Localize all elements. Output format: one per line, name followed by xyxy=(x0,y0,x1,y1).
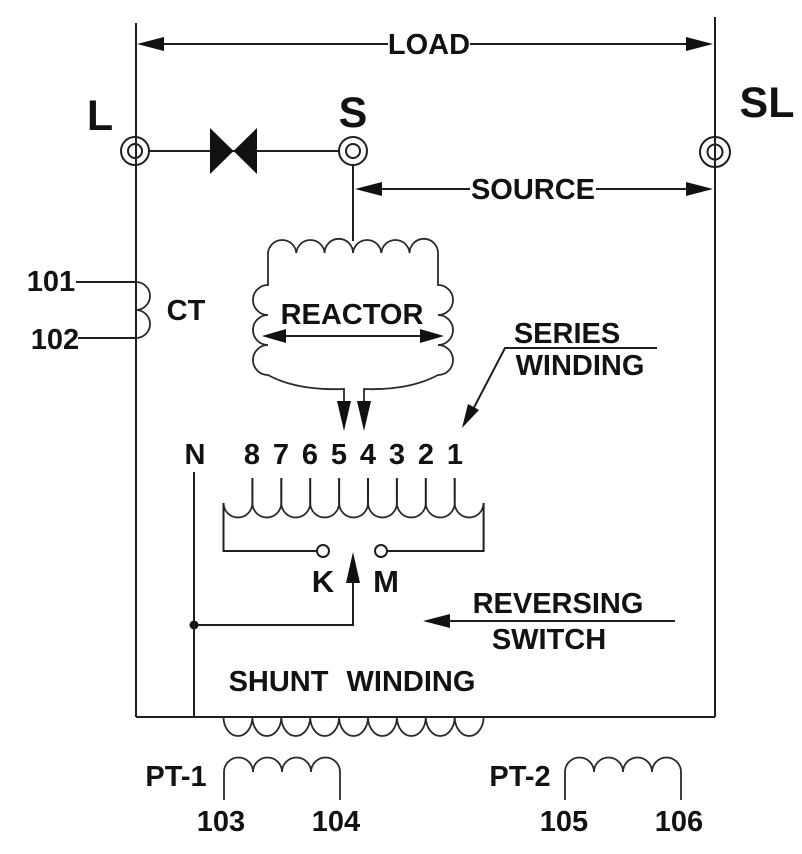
load-arrowhead-right-icon xyxy=(686,37,713,51)
valve-left-triangle xyxy=(210,128,234,174)
bypass-valve-icon xyxy=(210,128,257,174)
tap-label-6: 6 xyxy=(302,439,318,471)
contact-m-label: M xyxy=(373,564,399,599)
pt1-terminal-104-label: 104 xyxy=(312,806,360,838)
terminal-sl-outer-circle xyxy=(699,136,731,168)
pt2: PT-2 105 106 xyxy=(489,756,703,838)
pt2-label: PT-2 xyxy=(489,761,550,793)
ct-label: CT xyxy=(167,295,206,327)
tap-winding-coil xyxy=(222,502,485,519)
pt1-terminal-103-label: 103 xyxy=(197,806,245,838)
moving-contact-shaft xyxy=(194,580,354,626)
reactor-tap-arrow-right-icon xyxy=(357,401,371,431)
tap-winding-right-drop xyxy=(387,503,485,552)
pt2-terminal-106-label: 106 xyxy=(655,806,703,838)
tap-winding-left-drop xyxy=(222,503,317,552)
reversing-switch-label-line1: REVERSING xyxy=(473,588,644,620)
series-winding-label-line2: WINDING xyxy=(516,350,645,382)
source-label: SOURCE xyxy=(471,174,595,206)
terminal-s-outer-circle xyxy=(338,136,368,166)
contact-k-label: K xyxy=(312,564,335,599)
pt2-terminal-105-label: 105 xyxy=(540,806,588,838)
tap-label-2: 2 xyxy=(418,439,434,471)
series-winding-leader-line xyxy=(467,347,657,420)
reversing-switch-callout: REVERSING SWITCH xyxy=(423,588,675,656)
series-winding-label-line1: SERIES xyxy=(514,318,620,350)
reactor-range-arrowhead-left-icon xyxy=(262,329,286,343)
contact-k-circle xyxy=(316,544,330,558)
terminal-sl-inner-circle xyxy=(706,143,724,161)
terminal-s: S xyxy=(338,89,368,166)
reversing-switch-label-line2: SWITCH xyxy=(492,624,606,656)
terminal-l-label: L xyxy=(87,92,113,140)
shunt-winding-coil xyxy=(222,716,485,737)
series-winding-callout: SERIES WINDING xyxy=(462,318,657,428)
reactor-left-coil xyxy=(252,253,345,401)
tap-labels: N 8 7 6 5 4 3 2 1 xyxy=(185,439,464,471)
terminal-sl: SL xyxy=(699,79,795,168)
shunt-winding: SHUNT WINDING xyxy=(222,666,485,737)
load-label: LOAD xyxy=(388,29,470,61)
tap-label-4: 4 xyxy=(360,439,376,471)
pt1: PT-1 103 104 xyxy=(145,756,360,838)
pt2-coil xyxy=(564,756,682,800)
valve-right-triangle xyxy=(233,128,257,174)
terminal-l: L xyxy=(87,92,150,166)
km-contacts: K M xyxy=(189,472,399,717)
terminal-l-inner-circle xyxy=(127,143,143,159)
load-dimension: LOAD xyxy=(137,29,713,61)
pt1-coil xyxy=(223,756,341,800)
terminal-sl-label: SL xyxy=(740,79,795,127)
tap-label-1: 1 xyxy=(447,439,463,471)
load-label-backing xyxy=(388,29,470,59)
source-dimension: SOURCE xyxy=(355,174,713,206)
load-arrowhead-left-icon xyxy=(137,37,164,51)
source-label-backing xyxy=(470,174,596,204)
reactor: REACTOR xyxy=(252,237,454,431)
tap-label-8: 8 xyxy=(244,439,260,471)
neutral-label: N xyxy=(185,439,206,471)
tap-label-5: 5 xyxy=(331,439,347,471)
tap-label-3: 3 xyxy=(389,439,405,471)
reactor-label: REACTOR xyxy=(281,299,424,331)
current-transformer: 101 102 CT xyxy=(27,266,206,356)
source-arrowhead-left-icon xyxy=(355,182,382,196)
terminal-s-inner-circle xyxy=(345,143,361,159)
reactor-right-coil xyxy=(363,253,454,401)
tap-label-7: 7 xyxy=(273,439,289,471)
shunt-winding-label: SHUNT WINDING xyxy=(229,666,476,698)
reactor-range-arrowhead-right-icon xyxy=(420,329,444,343)
source-arrowhead-right-icon xyxy=(686,182,713,196)
contact-m-circle xyxy=(374,544,388,558)
reversing-switch-arrowhead-icon xyxy=(423,614,450,628)
ct-coil xyxy=(135,281,151,339)
series-winding-leader-arrowhead-icon xyxy=(462,404,479,428)
moving-contact-arrowhead-icon xyxy=(346,552,360,583)
ct-terminal-102-label: 102 xyxy=(31,324,79,356)
reactor-tap-arrow-left-icon xyxy=(337,401,351,431)
terminal-s-label: S xyxy=(339,89,368,137)
ct-terminal-101-label: 101 xyxy=(27,266,75,298)
terminal-l-outer-circle xyxy=(120,136,150,166)
tap-winding xyxy=(222,478,485,552)
pt1-label: PT-1 xyxy=(145,761,206,793)
reactor-top-coil xyxy=(267,237,439,254)
